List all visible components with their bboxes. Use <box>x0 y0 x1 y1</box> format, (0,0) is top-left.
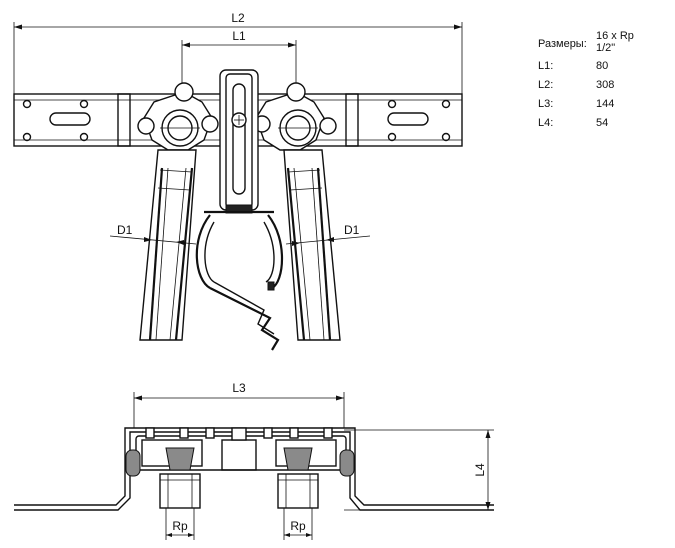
spec-row-size: Размеры: 16 x Rp 1/2" <box>538 30 668 56</box>
side-view: L3 L4 <box>14 381 494 540</box>
spec-row-l2: L2: 308 <box>538 75 668 94</box>
l2-label: L2 <box>231 11 245 25</box>
l4-label: L4 <box>473 463 487 477</box>
d1-right-label: D1 <box>344 223 360 237</box>
dimension-rp-left: Rp <box>165 508 195 540</box>
spec-value: 144 <box>596 98 615 110</box>
l3-label: L3 <box>232 381 246 395</box>
d1-left-label: D1 <box>117 223 133 237</box>
spec-size-value: 16 x Rp 1/2" <box>596 30 634 54</box>
spec-label: L4: <box>538 117 554 129</box>
right-fitting: D1 <box>253 82 371 341</box>
spec-table: Размеры: 16 x Rp 1/2" L1: 80 L2: 308 L3:… <box>538 30 668 132</box>
spec-row-l3: L3: 144 <box>538 94 668 113</box>
dimension-l4: L4 <box>344 429 494 511</box>
right-outlet <box>277 447 319 509</box>
spec-value: 308 <box>596 79 615 91</box>
rp-left-label: Rp <box>172 519 188 533</box>
top-view: L2 L1 <box>13 11 463 351</box>
left-fitting: D1 <box>109 82 219 341</box>
dimension-l3: L3 <box>133 381 345 428</box>
rp-right-label: Rp <box>290 519 306 533</box>
center-bracket <box>195 69 284 351</box>
spec-value: 80 <box>596 60 609 72</box>
dimension-l1: L1 <box>181 29 297 90</box>
spec-value: 54 <box>596 117 609 129</box>
spec-size-line1: 16 x Rp <box>596 30 634 42</box>
spec-label: L1: <box>538 60 554 72</box>
left-outlet <box>159 447 201 509</box>
l1-label: L1 <box>232 29 246 43</box>
spec-row-l4: L4: 54 <box>538 113 668 132</box>
spec-size-line2: 1/2" <box>596 42 616 54</box>
dimension-l2: L2 <box>13 11 463 94</box>
spec-row-l1: L1: 80 <box>538 56 668 75</box>
spec-label: L3: <box>538 98 554 110</box>
dimension-rp-right: Rp <box>283 508 313 540</box>
spec-label: L2: <box>538 79 554 91</box>
spec-title-label: Размеры: <box>538 38 587 50</box>
